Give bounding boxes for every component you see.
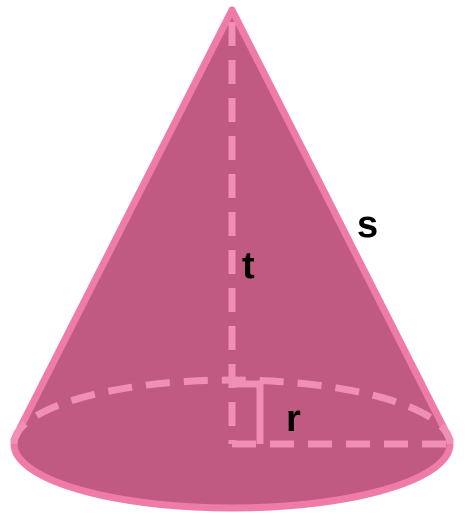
right-slant-edge xyxy=(228,6,454,444)
radius-label: r xyxy=(286,398,301,440)
right-angle-marker xyxy=(232,380,264,444)
slant-label: s xyxy=(357,204,378,246)
height-label: t xyxy=(242,245,255,287)
left-slant-edge xyxy=(10,6,236,444)
